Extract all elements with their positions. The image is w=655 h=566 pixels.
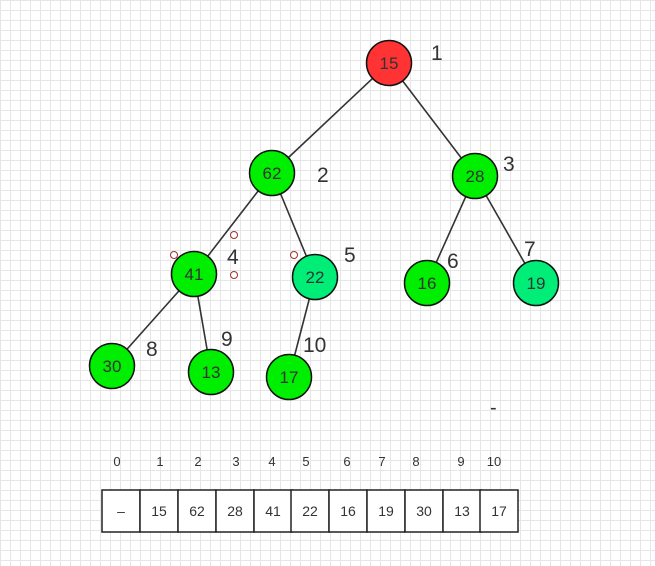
node-circle (170, 250, 218, 298)
array-cell: 13 (442, 489, 482, 533)
tree-node-10[interactable]: 17 (265, 353, 313, 401)
node-value: 17 (280, 368, 299, 387)
node-circle (365, 39, 413, 87)
array-index-label: 2 (194, 454, 201, 469)
tree-node-6[interactable]: 16 (403, 259, 451, 307)
array-cell-value: 16 (340, 503, 356, 519)
position-labels: 1 2 3 4 5 6 7 8 9 10 (146, 42, 536, 361)
array-cell-value: 17 (491, 503, 507, 519)
array-cell-value: 13 (454, 503, 470, 519)
array-cell: 16 (328, 489, 368, 533)
node-value: 16 (418, 274, 437, 293)
position-label: 4 (227, 246, 239, 269)
node-value: 13 (202, 363, 221, 382)
array-cell: 15 (139, 489, 179, 533)
array-index-label: 3 (232, 454, 239, 469)
tree-node-1[interactable]: 15 (365, 39, 413, 87)
node-circle (512, 259, 560, 307)
node-circle (451, 152, 499, 200)
array-index-labels: 0 1 2 3 4 5 6 7 8 9 10 (113, 454, 501, 469)
array-index-label: 5 (302, 454, 309, 469)
tree-node-7[interactable]: 19 (512, 259, 560, 307)
array-index-label: 10 (487, 454, 501, 469)
tree-node-9[interactable]: 13 (187, 348, 235, 396)
position-label: 5 (344, 244, 356, 267)
node-value: 62 (263, 164, 282, 183)
selection-handle[interactable] (230, 271, 238, 279)
array-index-label: 4 (268, 454, 275, 469)
array-cell: 62 (177, 489, 217, 533)
edge-1-3 (388, 62, 476, 177)
array-index-label: 6 (343, 454, 350, 469)
node-value: 19 (527, 274, 546, 293)
position-label: 3 (503, 153, 515, 176)
array-index-label: 0 (113, 454, 120, 469)
position-label: 8 (146, 338, 158, 361)
node-circle (403, 259, 451, 307)
tree-node-2[interactable]: 62 (248, 149, 296, 197)
array-cell: 19 (366, 489, 406, 533)
array-cell-value: 15 (151, 503, 167, 519)
array-cell-value: 28 (227, 503, 243, 519)
node-circle (88, 342, 136, 390)
array-cell: 41 (253, 489, 293, 533)
array-cell: – (101, 489, 141, 533)
position-label: 2 (317, 164, 329, 187)
position-label: 10 (303, 334, 326, 357)
array-cell-box (404, 489, 444, 533)
array-cell: 17 (479, 489, 519, 533)
array-cell-value: 62 (189, 503, 205, 519)
position-label: 6 (447, 250, 459, 273)
tree-node-8[interactable]: 30 (88, 342, 136, 390)
array-cell-box (442, 489, 482, 533)
array-cell-value: 30 (416, 503, 432, 519)
tree-node-5[interactable]: 22 (291, 253, 339, 301)
selection-handle[interactable] (290, 251, 298, 259)
array-cell-box (177, 489, 217, 533)
array-cell-value: 41 (265, 503, 281, 519)
tree-node-3[interactable]: 28 (451, 152, 499, 200)
edge-1-2 (271, 62, 390, 174)
node-value: 28 (466, 167, 485, 186)
node-circle (265, 353, 313, 401)
stray-dash-mark: - (490, 397, 497, 419)
array-index-label: 8 (412, 454, 419, 469)
tree-edges (111, 62, 537, 378)
array-cell: 28 (215, 489, 255, 533)
selection-handle[interactable] (170, 251, 178, 259)
position-label: 7 (524, 238, 536, 261)
tree-node-4[interactable]: 41 (170, 250, 218, 298)
array-index-label: 1 (156, 454, 163, 469)
node-circle (291, 253, 339, 301)
node-value: 22 (306, 268, 325, 287)
node-value: 30 (103, 357, 122, 376)
array-cell-box (215, 489, 255, 533)
array-cell-box (479, 489, 519, 533)
node-circle (248, 149, 296, 197)
position-label: 9 (221, 328, 233, 351)
node-value: 15 (380, 54, 399, 73)
position-label: 1 (431, 42, 443, 65)
array-cell-value: – (117, 503, 125, 519)
array-cell-value: 19 (378, 503, 394, 519)
array-cell: 30 (404, 489, 444, 533)
array-index-label: 9 (457, 454, 464, 469)
node-circle (187, 348, 235, 396)
array-cells: – 15 62 28 41 22 16 19 30 13 17 (101, 489, 519, 533)
array-cell: 22 (290, 489, 330, 533)
selection-handles (170, 231, 298, 279)
node-value: 41 (185, 265, 204, 284)
array-index-label: 7 (378, 454, 385, 469)
array-cell-value: 22 (302, 503, 318, 519)
selection-handle[interactable] (230, 231, 238, 239)
